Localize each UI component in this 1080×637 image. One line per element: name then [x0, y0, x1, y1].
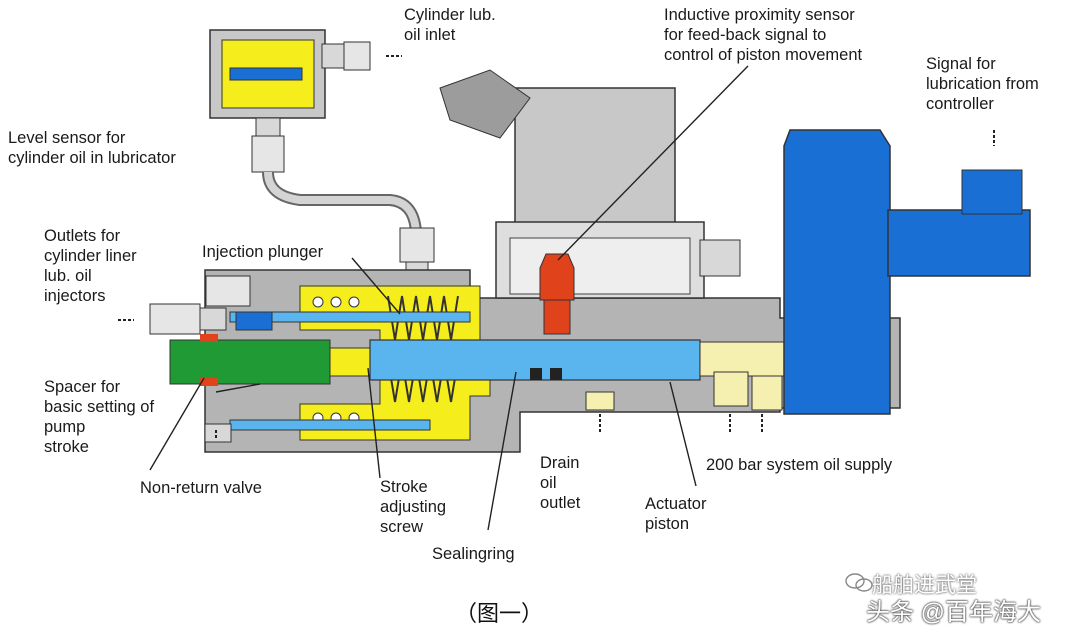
label-stroke-adjusting-screw: Stroke adjusting screw [380, 478, 447, 536]
oil-pipe [251, 117, 435, 279]
label-actuator-piston: Actuator piston [645, 495, 707, 533]
label-drain-oil-outlet: Drain oil outlet [540, 454, 581, 512]
label-spacer: Spacer for basic setting of pump stroke [44, 378, 155, 456]
label-inductive-sensor: Inductive proximity sensor for feed-back… [664, 6, 863, 64]
label-injection-plunger: Injection plunger [202, 243, 324, 261]
actuator-piston [369, 339, 791, 411]
watermark-platform: 头条 @百年海大 [866, 599, 1042, 626]
label-non-return-valve: Non-return valve [140, 479, 262, 497]
watermark-account: 船舶进武堂 [872, 574, 977, 597]
label-system-oil-supply: 200 bar system oil supply [706, 456, 893, 474]
figure-caption: （图一） [455, 602, 544, 627]
label-cylinder-lub-inlet: Cylinder lub. oil inlet [404, 6, 496, 44]
leader-lines [149, 65, 749, 531]
label-sealingring: Sealingring [432, 545, 515, 563]
proximity-sensor-housing [439, 69, 741, 335]
flow-markers [215, 414, 763, 440]
watermark-icon [845, 573, 873, 592]
solenoid-valve [783, 129, 1031, 415]
label-outlets: Outlets for cylinder liner lub. oil inje… [44, 227, 137, 305]
label-level-sensor: Level sensor for cylinder oil in lubrica… [8, 129, 176, 167]
oil-reservoir [209, 29, 402, 119]
label-signal-lubrication: Signal for lubrication from controller [926, 55, 1039, 113]
